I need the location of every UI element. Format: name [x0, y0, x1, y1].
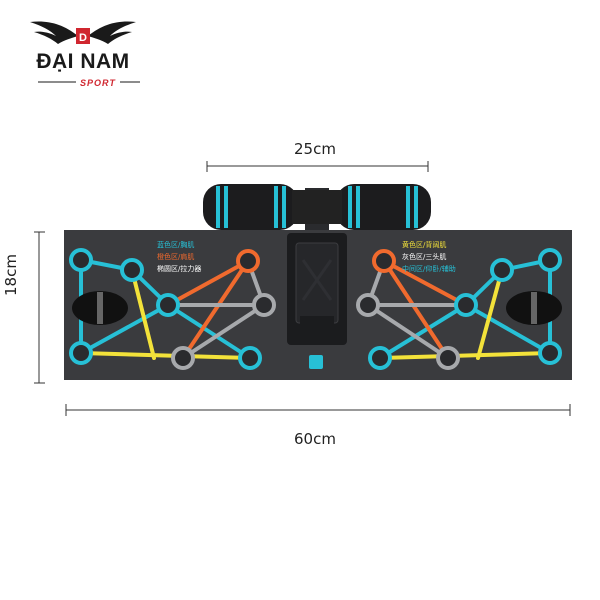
legend-right-1: 灰色区/三头肌 [402, 252, 446, 261]
board-logo-icon [309, 355, 323, 369]
right-nodes [356, 248, 562, 370]
dimension-left-label: 18cm [2, 254, 20, 296]
left-handle-cutout [72, 291, 128, 325]
legend-right: 黄色区/背阔肌 灰色区/三头肌 中间区/仰卧/辅助 [402, 240, 456, 273]
legend-right-0: 黄色区/背阔肌 [402, 240, 446, 249]
dimension-top-label: 25cm [294, 140, 336, 158]
legend-right-2: 中间区/仰卧/辅助 [402, 264, 456, 273]
right-lines [366, 258, 552, 360]
svg-text:D: D [79, 32, 87, 44]
center-slot [287, 233, 347, 369]
legend-left-0: 蓝色区/胸肌 [157, 240, 194, 249]
top-handle [203, 184, 431, 234]
dimension-bottom-label: 60cm [294, 430, 336, 448]
brand-name: ĐẠI NAM [36, 50, 130, 73]
brand-subtitle: SPORT [80, 78, 116, 88]
legend-left-2: 椭圆区/拉力器 [157, 264, 201, 273]
right-handle-cutout [506, 291, 562, 325]
left-nodes [69, 248, 276, 370]
legend-left: 蓝色区/胸肌 橙色区/肩肌 椭圆区/拉力器 [157, 240, 201, 273]
legend-left-1: 橙色区/肩肌 [157, 252, 194, 261]
dimension-lines [34, 161, 571, 416]
left-lines [79, 258, 266, 360]
wings-icon: D [30, 21, 136, 44]
